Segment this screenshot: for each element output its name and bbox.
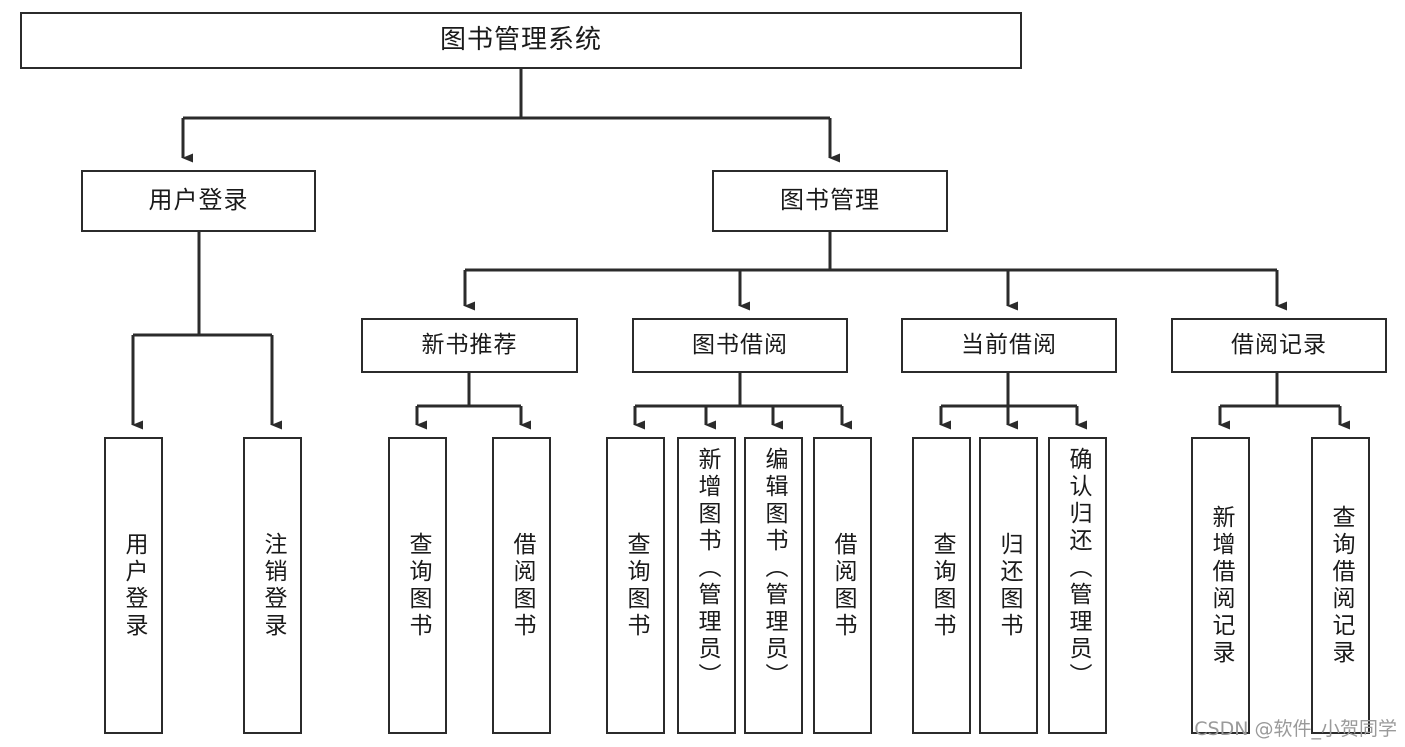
leaf-user-login[interactable]: 用户登录 — [104, 437, 163, 734]
leaf-confirm-return-admin[interactable]: 确认归还（管理员） — [1048, 437, 1107, 734]
node-label: 新增借阅记录 — [1208, 504, 1234, 667]
node-label: 图书管理系统 — [439, 24, 602, 55]
node-label: 查询图书 — [405, 531, 431, 640]
node-current-borrow[interactable]: 当前借阅 — [901, 318, 1117, 373]
node-user-login[interactable]: 用户登录 — [81, 170, 316, 232]
leaf-add-borrow-record[interactable]: 新增借阅记录 — [1191, 437, 1250, 734]
node-label: 借阅图书 — [830, 531, 856, 640]
leaf-query-book-newbook[interactable]: 查询图书 — [388, 437, 447, 734]
node-label: 新书推荐 — [421, 332, 518, 359]
node-label: 编辑图书（管理员） — [761, 447, 787, 690]
node-label: 归还图书 — [996, 531, 1022, 640]
leaf-borrow-book[interactable]: 借阅图书 — [813, 437, 872, 734]
leaf-query-book-borrow[interactable]: 查询图书 — [606, 437, 665, 734]
node-label: 注销登录 — [260, 531, 286, 640]
node-borrow-record[interactable]: 借阅记录 — [1171, 318, 1387, 373]
leaf-query-borrow-record[interactable]: 查询借阅记录 — [1311, 437, 1370, 734]
node-label: 用户登录 — [148, 186, 249, 215]
leaf-borrow-book-newbook[interactable]: 借阅图书 — [492, 437, 551, 734]
node-label: 图书管理 — [780, 186, 880, 215]
leaf-edit-book-admin[interactable]: 编辑图书（管理员） — [744, 437, 803, 734]
node-label: 借阅图书 — [509, 531, 535, 640]
leaf-logout[interactable]: 注销登录 — [243, 437, 302, 734]
node-label: 图书借阅 — [692, 332, 788, 359]
node-new-book-recommend[interactable]: 新书推荐 — [361, 318, 578, 373]
leaf-query-book-current[interactable]: 查询图书 — [912, 437, 971, 734]
node-label: 确认归还（管理员） — [1065, 447, 1091, 690]
node-label: 查询图书 — [623, 531, 649, 640]
node-label: 用户登录 — [121, 531, 147, 640]
csdn-watermark: CSDN @软件_小贺同学 — [1194, 718, 1397, 740]
node-book-management[interactable]: 图书管理 — [712, 170, 948, 232]
node-label: 借阅记录 — [1231, 332, 1327, 359]
node-root-system[interactable]: 图书管理系统 — [20, 12, 1022, 69]
node-label: 新增图书（管理员） — [694, 447, 720, 690]
node-book-borrow[interactable]: 图书借阅 — [632, 318, 848, 373]
leaf-add-book-admin[interactable]: 新增图书（管理员） — [677, 437, 736, 734]
node-label: 当前借阅 — [961, 332, 1057, 359]
node-label: 查询图书 — [929, 531, 955, 640]
node-label: 查询借阅记录 — [1328, 504, 1354, 667]
leaf-return-book[interactable]: 归还图书 — [979, 437, 1038, 734]
